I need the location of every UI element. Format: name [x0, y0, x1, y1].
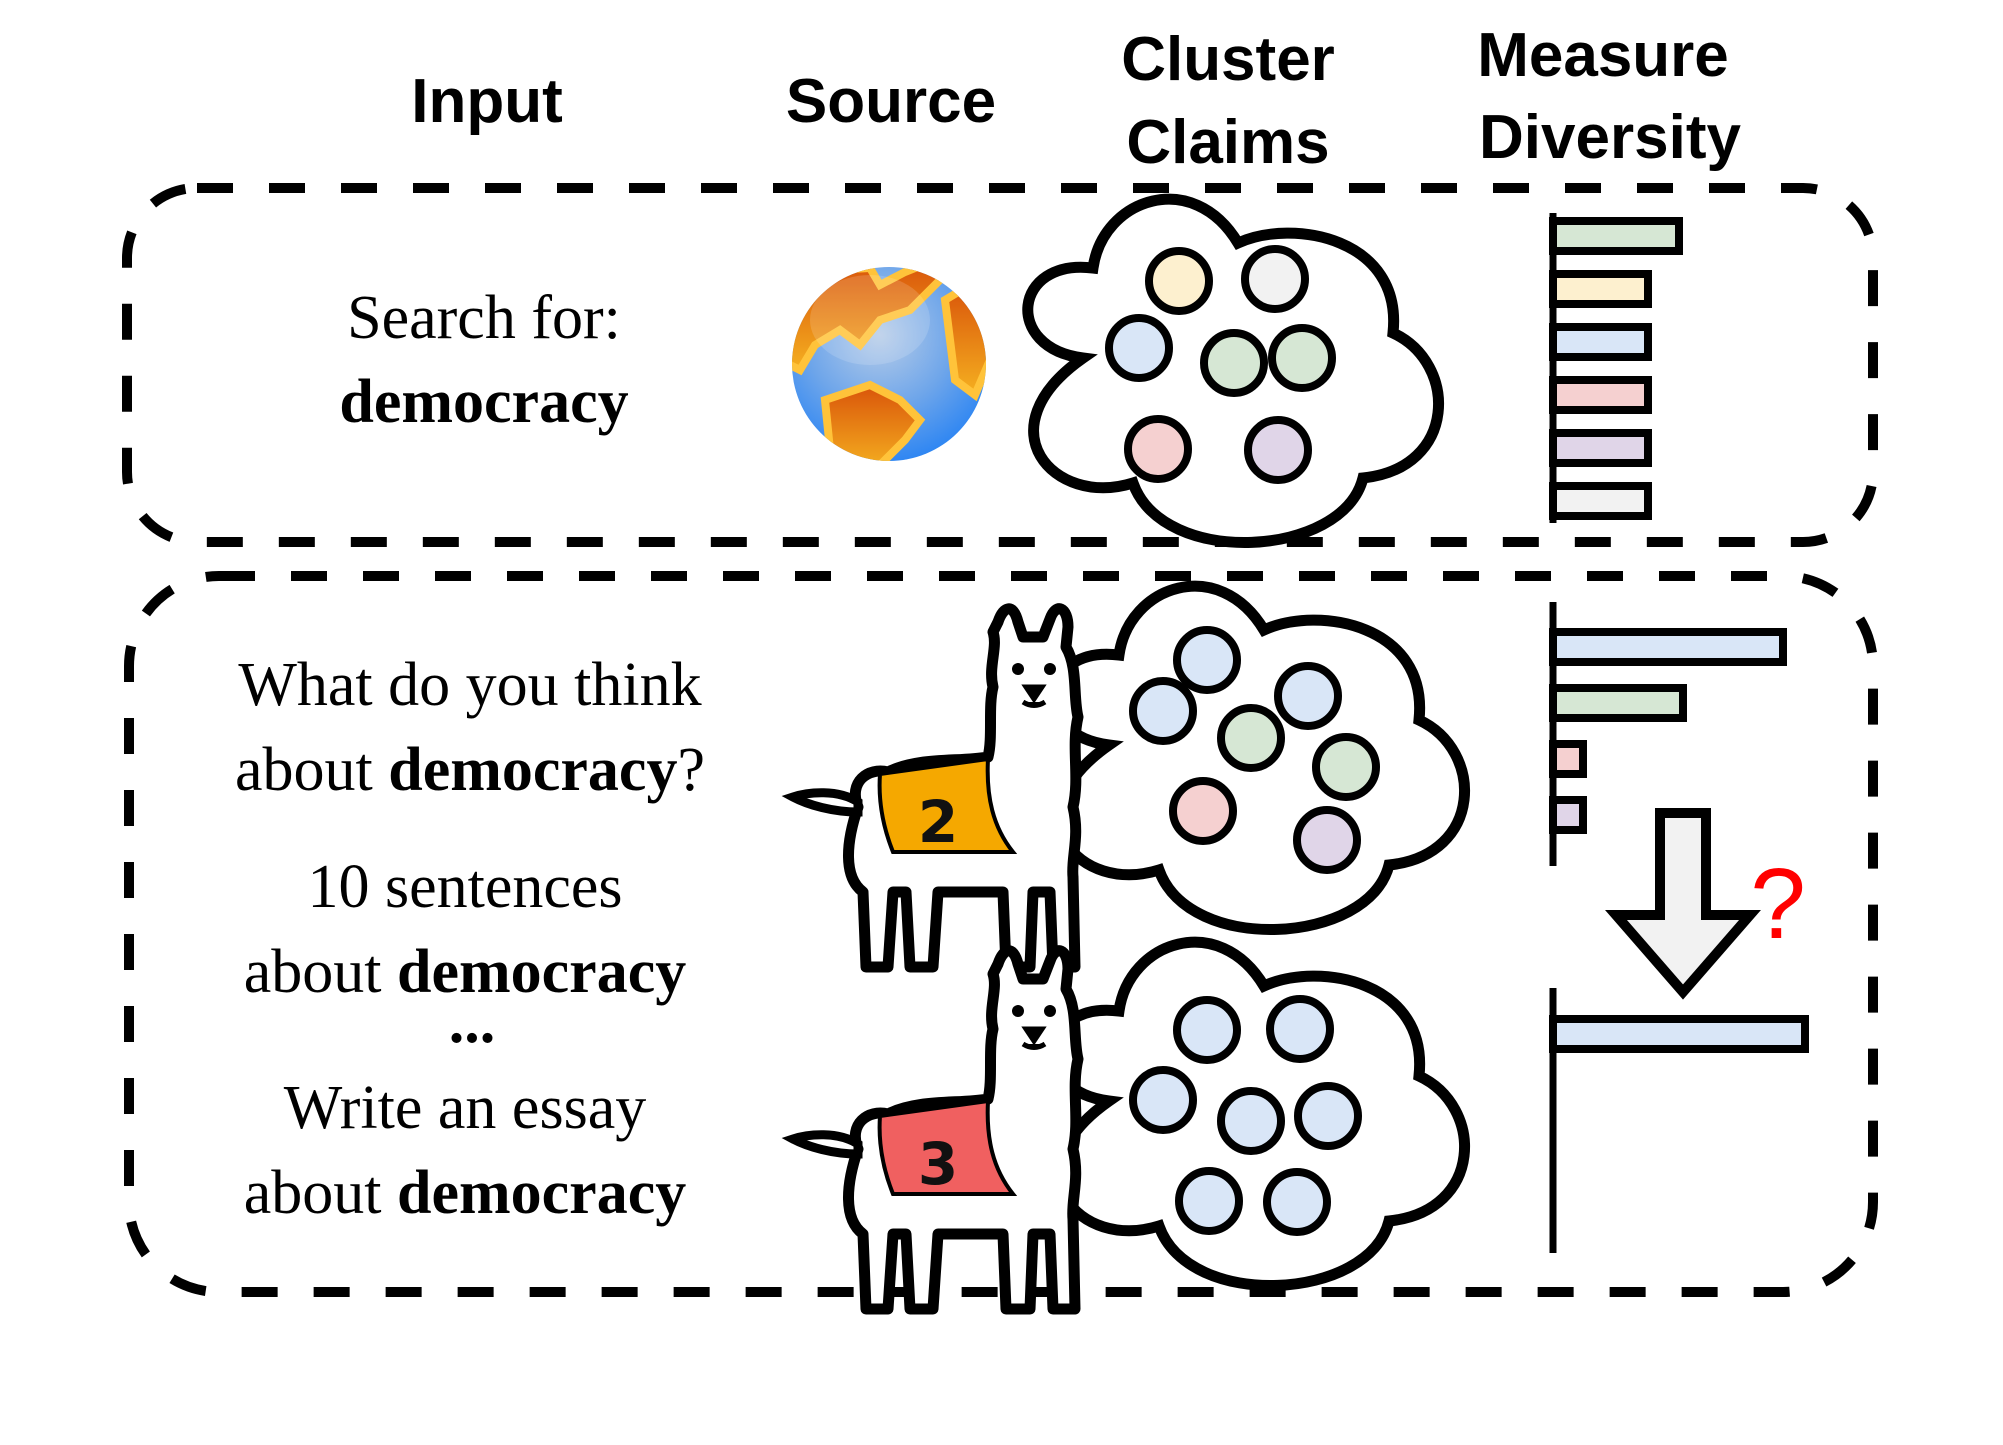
prompt-line2: about democracy	[244, 938, 686, 1006]
llama-model-3-icon: 3	[781, 945, 1084, 1315]
claim-circle	[1268, 324, 1336, 392]
diversity-bars-model2	[1549, 602, 1787, 866]
llama-model-2-icon: 2	[781, 603, 1084, 973]
claim-circle	[1241, 245, 1309, 313]
llama-nose	[1021, 1026, 1047, 1050]
llama-tail	[781, 788, 863, 817]
claim-circle	[1263, 1168, 1331, 1236]
globe-icon	[792, 267, 986, 461]
claim-circle	[1217, 1087, 1285, 1155]
prompt-line2: about democracy?	[235, 736, 705, 804]
header-cluster-line2: Claims	[1126, 108, 1329, 177]
search-prompt-keyword: democracy	[339, 368, 628, 436]
claim-circle	[1173, 626, 1241, 694]
claim-circle	[1169, 777, 1237, 845]
diversity-bar	[1549, 740, 1587, 778]
diversity-bar	[1549, 796, 1587, 834]
claim-circle	[1175, 1167, 1243, 1235]
prompt-what-do-you-think: What do you think about democracy?	[235, 651, 705, 804]
llama-blanket	[877, 1098, 1018, 1196]
claim-circle	[1129, 677, 1197, 745]
claim-circle	[1266, 995, 1334, 1063]
diversity-bar	[1549, 628, 1787, 666]
diversity-bar	[1549, 1015, 1809, 1053]
llm-panel-frame	[124, 571, 1878, 1297]
claim-circle	[1244, 416, 1312, 484]
diversity-bar	[1549, 217, 1683, 255]
claim-cluster-cloud-model2	[1048, 580, 1470, 935]
diversity-bar	[1549, 376, 1652, 414]
diversity-bar	[1549, 270, 1652, 308]
claim-circle	[1274, 662, 1342, 730]
prompt-line1: 10 sentences	[307, 853, 622, 921]
claim-circle	[1312, 733, 1380, 801]
claim-cluster-cloud-model3	[1048, 936, 1470, 1291]
header-input: Input	[411, 67, 563, 136]
llama-eye	[1012, 663, 1024, 675]
web-search-panel-frame	[122, 183, 1878, 547]
prompt-line1: What do you think	[238, 651, 701, 719]
claim-circle	[1293, 806, 1361, 874]
llama-eye	[1044, 1005, 1056, 1017]
claim-circle	[1105, 314, 1173, 382]
diversity-bar	[1549, 429, 1652, 467]
llama-tail	[781, 1130, 863, 1159]
question-mark: ?	[1750, 848, 1806, 960]
claim-circle	[1217, 704, 1285, 772]
prompt-ellipsis: ...	[449, 988, 496, 1056]
header-source: Source	[786, 67, 996, 136]
diversity-bars-search	[1549, 213, 1683, 523]
prompt-write-essay: Write an essay about democracy	[244, 1074, 686, 1227]
diversity-bar	[1549, 323, 1652, 361]
search-prompt-line1: Search for:	[347, 284, 621, 352]
llama-model-number: 2	[918, 788, 958, 856]
header-measure-line2: Diversity	[1479, 103, 1741, 172]
llama-nose	[1021, 684, 1047, 708]
diversity-bars-model3	[1549, 988, 1809, 1253]
llama-eye	[1012, 1005, 1024, 1017]
claim-circle	[1145, 247, 1213, 315]
claim-circle	[1129, 1066, 1197, 1134]
claim-circle	[1294, 1082, 1362, 1150]
diversity-bar	[1549, 684, 1687, 722]
claim-circle	[1173, 996, 1241, 1064]
header-cluster-line1: Cluster	[1121, 25, 1335, 94]
prompt-line2: about democracy	[244, 1159, 686, 1227]
header-measure-line1: Measure	[1477, 21, 1729, 90]
prompt-10-sentences: 10 sentences about democracy	[244, 853, 686, 1006]
llama-eye	[1044, 663, 1056, 675]
prompt-line1: Write an essay	[284, 1074, 646, 1142]
down-arrow-icon	[1605, 808, 1761, 1000]
claim-circle	[1124, 415, 1192, 483]
claim-circle	[1200, 329, 1268, 397]
llama-model-number: 3	[918, 1130, 958, 1198]
llama-blanket	[877, 756, 1018, 854]
claim-cluster-cloud-search	[1022, 193, 1444, 548]
diversity-bar	[1549, 482, 1652, 520]
